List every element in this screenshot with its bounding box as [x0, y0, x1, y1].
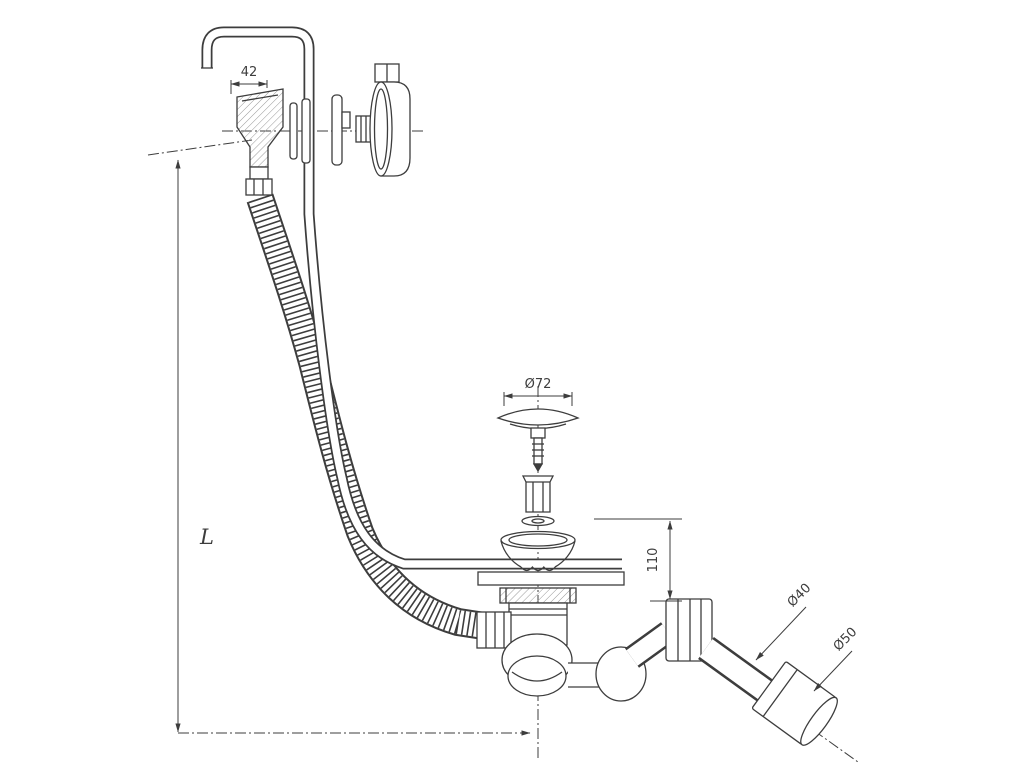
strainer-side-right: [554, 540, 576, 568]
dimension-40: Ø40: [755, 581, 815, 661]
dim40-label: Ø40: [785, 581, 815, 611]
dimL-label: L: [199, 525, 214, 549]
pipe-bore: [203, 28, 622, 568]
trap-bulb-lower: [507, 655, 567, 697]
waste-flange: [499, 587, 577, 604]
overflow-cap-inner-rim: [373, 88, 389, 170]
plug-stem-hub: [530, 427, 546, 439]
plug-washer-hole: [531, 518, 545, 524]
dim42-label: 42: [241, 65, 258, 80]
overflow-faceplate-boss: [341, 111, 351, 129]
dim40-leader: [755, 606, 807, 661]
overflow-hose-nut: [245, 178, 273, 196]
left-extension-centerline: [147, 139, 253, 156]
dimension-L: L: [175, 159, 531, 736]
strainer-top-inner: [508, 533, 568, 547]
outlet-elbow: [665, 598, 838, 746]
socket-end-face: [800, 696, 838, 746]
dimension-42: 42: [230, 65, 268, 94]
hose-union-nut: [476, 611, 512, 649]
socket-ring: [762, 669, 798, 717]
dimension-50: Ø50: [813, 625, 861, 692]
dim50-leader: [813, 650, 853, 692]
overflow-tailpiece: [249, 166, 269, 180]
strainer-side-left: [500, 540, 522, 568]
plug-cap: [496, 408, 580, 426]
plug-washer: [521, 515, 555, 527]
dim72-label: Ø72: [525, 377, 552, 392]
waste-trap-body: [476, 587, 676, 702]
control-cable-pipe: [201, 26, 622, 570]
plug-screw-shaft: [533, 437, 543, 465]
overflow-cap-rim: [369, 81, 393, 177]
trap-second-bulb: [595, 646, 647, 702]
tub-flange-plate: [477, 571, 625, 586]
dim50-label: Ø50: [831, 625, 861, 655]
overflow-horn-inner-line: [241, 94, 279, 102]
overflow-faceplate: [331, 94, 343, 166]
overflow-gasket-2: [301, 98, 311, 164]
overflow-bushing: [355, 115, 372, 143]
dimension-72: Ø72: [503, 377, 573, 406]
drain-plug-exploded: [496, 408, 580, 572]
strainer-scallops: [520, 565, 556, 572]
overflow-assembly: [236, 63, 411, 196]
overflow-gasket-1: [289, 102, 298, 160]
dim110-label: 110: [646, 548, 661, 573]
dimension-110: 110: [594, 518, 682, 602]
screw-tip: [532, 463, 544, 473]
riser-bore: [626, 624, 674, 666]
outlet-socket: [751, 661, 838, 746]
trap-bulb-inner-arc: [511, 671, 563, 682]
